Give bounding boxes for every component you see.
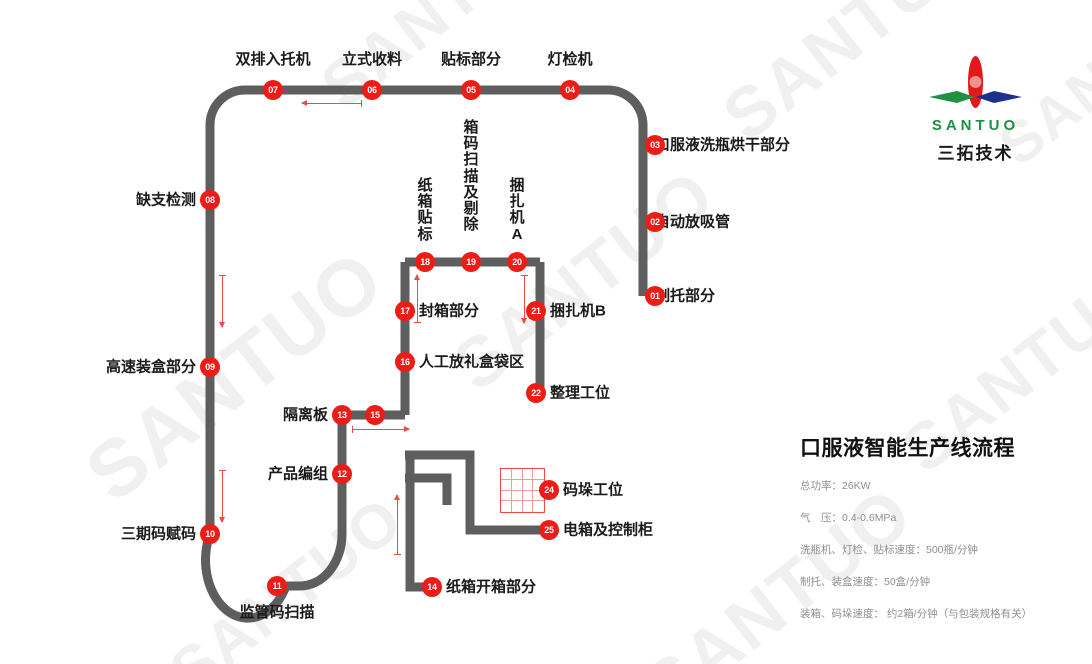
station-label-08: 缺支检测	[135, 191, 196, 209]
station-label-18: 纸箱贴标	[417, 177, 433, 243]
station-label-07: 双排入托机	[235, 50, 311, 68]
logo-mark	[929, 56, 1022, 108]
station-label-17: 封箱部分	[419, 302, 480, 320]
station-label-09: 高速装盒部分	[105, 358, 196, 376]
station-node-07[interactable]: 07	[263, 80, 283, 100]
station-node-17[interactable]: 17	[395, 301, 415, 321]
info-panel: 口服液智能生产线流程 总功率：26KW 气 压：0.4-0.6MPa 洗瓶机、灯检、…	[800, 432, 1082, 638]
station-label-02: 自动放吸管	[655, 213, 731, 231]
station-node-18[interactable]: 18	[415, 252, 435, 272]
station-node-04[interactable]: 04	[560, 80, 580, 100]
station-label-20: 捆扎机A	[509, 177, 525, 243]
track-lower-branch-a	[405, 450, 545, 535]
station-label-12: 产品编组	[267, 465, 328, 483]
station-label-04: 灯检机	[547, 50, 593, 68]
station-label-11: 监管码扫描	[239, 604, 315, 621]
station-node-14[interactable]: 14	[422, 577, 442, 597]
station-node-21[interactable]: 21	[526, 301, 546, 321]
logo-wordmark: SANTUO	[931, 117, 1020, 134]
spec-item-2: 气 压：0.4-0.6MPa	[800, 512, 897, 524]
station-label-06: 立式收料	[341, 50, 403, 68]
station-label-16: 人工放礼盒袋区	[419, 353, 525, 371]
station-node-12[interactable]: 12	[332, 464, 352, 484]
track-left	[205, 85, 246, 534]
track-bottom-left-uturn	[201, 415, 347, 623]
logo-name-cn: 三拓技术	[937, 144, 1014, 163]
flow-arrow-open-carton	[394, 494, 401, 555]
station-node-25[interactable]: 25	[539, 520, 559, 540]
station-label-14: 纸箱开箱部分	[446, 578, 537, 596]
station-label-19: 箱码扫描及剔除	[463, 119, 479, 234]
station-node-16[interactable]: 16	[395, 352, 415, 372]
diagram-title: 口服液智能生产线流程	[800, 437, 1015, 460]
station-node-08[interactable]: 08	[200, 190, 220, 210]
station-node-01[interactable]: 01	[645, 286, 665, 306]
flow-arrow-left-lower	[219, 470, 226, 523]
station-node-22[interactable]: 22	[526, 383, 546, 403]
palletizing-grid	[500, 468, 545, 513]
spec-item-4: 制托、装盒速度：50盒/分钟	[800, 576, 931, 588]
spec-item-3: 洗瓶机、灯检、贴标速度：500瓶/分钟	[800, 544, 978, 556]
station-label-05: 贴标部分	[440, 50, 502, 68]
flow-arrow-left-upper	[219, 275, 226, 328]
track-right	[607, 85, 648, 296]
station-node-24[interactable]: 24	[539, 480, 559, 500]
station-node-03[interactable]: 03	[645, 135, 665, 155]
station-node-02[interactable]: 02	[645, 212, 665, 232]
station-node-05[interactable]: 05	[461, 80, 481, 100]
flow-arrow-riser-left	[414, 274, 421, 323]
logo-diamond-blue	[976, 91, 1022, 103]
station-node-15[interactable]: 15	[365, 405, 385, 425]
flow-arrow-carton-right	[521, 275, 528, 324]
station-label-24: 码垛工位	[563, 481, 624, 499]
station-label-01: 制托部分	[655, 287, 716, 305]
station-label-13: 隔离板	[282, 406, 328, 424]
logo-diamond-green	[929, 91, 975, 103]
station-node-09[interactable]: 09	[200, 357, 220, 377]
spec-item-1: 总功率：26KW	[800, 480, 871, 492]
track-lower-branch-b	[405, 473, 452, 505]
station-node-10[interactable]: 10	[200, 524, 220, 544]
station-node-20[interactable]: 20	[507, 252, 527, 272]
spec-list: 总功率：26KW 气 压：0.4-0.6MPa 洗瓶机、灯检、贴标速度：500瓶/分…	[800, 478, 1082, 621]
station-label-22: 整理工位	[550, 384, 611, 402]
station-label-21: 捆扎机B	[550, 302, 606, 320]
station-node-11[interactable]: 11	[267, 576, 287, 596]
station-label-25: 电箱及控制柜	[563, 521, 654, 539]
logo-center-dot	[969, 76, 982, 88]
station-label-03: 口服液洗瓶烘干部分	[655, 136, 791, 154]
spec-item-5: 装箱、码垛速度： 约2箱/分钟（与包装规格有关）	[800, 608, 1033, 620]
flow-arrow-13-15	[352, 426, 410, 433]
company-logo: SANTUO 三拓技术	[913, 55, 1038, 163]
station-label-10: 三期码赋码	[120, 525, 196, 543]
station-node-06[interactable]: 06	[362, 80, 382, 100]
station-node-19[interactable]: 19	[461, 252, 481, 272]
station-node-13[interactable]: 13	[332, 405, 352, 425]
flow-arrow-top	[301, 100, 362, 107]
